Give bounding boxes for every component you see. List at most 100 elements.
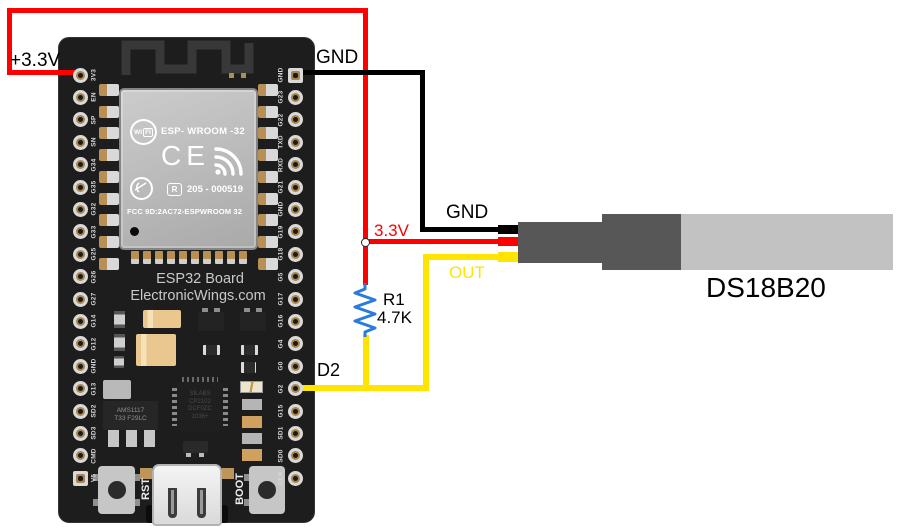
usb-solder-pad	[222, 468, 234, 479]
pin-hole-ring	[75, 451, 85, 461]
pin-hole-ring	[75, 70, 85, 80]
pin-hole-left-g33-7	[72, 224, 88, 240]
pin-hole-ring	[75, 384, 85, 394]
button-cap	[258, 481, 276, 499]
wire-3v3-right-vertical	[363, 8, 368, 244]
pin-hole-ring	[290, 406, 300, 416]
pin-hole-center	[77, 430, 83, 436]
module-pad-bottom	[203, 251, 211, 264]
pin-label-right-g23: G23	[277, 90, 284, 104]
pin-hole-center	[292, 117, 298, 123]
pin-label-left-3v3: 3V3	[90, 68, 97, 82]
pin-hole-left-g12-12	[72, 336, 88, 352]
pin-hole-center	[77, 475, 83, 481]
pin-hole-left-sd2-15	[72, 403, 88, 419]
wire-3v3-pin-stub	[12, 70, 80, 75]
regulator-marking-1: AMS1117	[116, 407, 145, 414]
module-pad-right	[258, 127, 278, 140]
usb-slot-pin	[200, 490, 203, 514]
pin-hole-center	[77, 408, 83, 414]
pin-hole-ring	[75, 272, 85, 282]
pin-hole-right-g2-14	[287, 381, 303, 397]
pin-label-right-rxd: RXD	[277, 157, 284, 172]
r1-value-label: 4.7K	[377, 308, 412, 327]
pin-hole-center	[292, 251, 298, 257]
pin-hole-right-g22-2	[287, 112, 303, 128]
pin-hole-ring	[75, 115, 85, 125]
button-leg	[135, 499, 140, 506]
module-pad-bottom	[227, 251, 235, 264]
pin-hole-right-rxd-4	[287, 157, 303, 173]
module-pad-left	[99, 127, 119, 140]
wire-out-vertical	[423, 254, 429, 391]
pin-hole-ring	[290, 249, 300, 259]
supply-label: +3.3V	[10, 50, 61, 71]
pin-label-right-clk: CLK	[277, 471, 284, 486]
button-leg	[135, 474, 140, 481]
pin-hole-ring	[75, 316, 85, 326]
pin-label-left-sp: SP	[90, 115, 97, 125]
pin-hole-center	[77, 206, 83, 212]
pin-hole-center	[77, 139, 83, 145]
pin-hole-center	[77, 363, 83, 369]
pin-label-left-g34: G34	[90, 158, 97, 172]
pin-hole-ring	[290, 473, 300, 483]
module-pad-left	[99, 170, 119, 183]
wifi-logo-left: WI	[134, 128, 143, 136]
pin-hole-ring	[290, 384, 300, 394]
pin-hole-ring	[75, 182, 85, 192]
chip-pins	[172, 388, 177, 426]
out-sensor-label: OUT	[449, 263, 485, 282]
pin-hole-center	[77, 341, 83, 347]
pin-hole-right-g5-9	[287, 269, 303, 285]
pin-label-right-g18: G18	[277, 247, 284, 261]
pin-label-left-g33: G33	[90, 225, 97, 239]
pin-label-left-v5: V5	[90, 474, 97, 483]
module-pad-right	[258, 170, 278, 183]
fcc-id-text: FCC 9D:2AC72-ESPWROOM 32	[127, 207, 243, 216]
pin-hole-left-sn-3	[72, 134, 88, 150]
pin-hole-right-g19-7	[287, 224, 303, 240]
pin-hole-right-g21-5	[287, 179, 303, 195]
pin-hole-right-g18-8	[287, 246, 303, 262]
pin-label-left-sn: SN	[90, 137, 97, 147]
pin-label-right-g0: G0	[277, 361, 284, 371]
pin-hole-center	[77, 318, 83, 324]
pin-label-left-gnd: GND	[90, 358, 97, 374]
pin-hole-center	[77, 184, 83, 190]
boot-button	[244, 466, 285, 514]
sensor-probe-body	[681, 214, 893, 270]
pin-label-right-g17: G17	[277, 292, 284, 306]
r1-name-label: R1	[383, 290, 405, 309]
module-pad-right	[258, 105, 278, 118]
pin-hole-right-gnd-6	[287, 201, 303, 217]
pin-label-right-g4: G4	[277, 339, 284, 349]
pin-hole-ring	[290, 160, 300, 170]
pin-hole-left-v5-18	[72, 470, 88, 486]
pin-hole-center	[77, 94, 83, 100]
pin-hole-ring	[75, 249, 85, 259]
module-pad-left	[99, 149, 119, 162]
pin-hole-right-sd1-16	[287, 425, 303, 441]
chip-marking-2: CP2102	[189, 398, 211, 405]
wire-3v3-top-horizontal	[7, 8, 368, 13]
pin-hole-ring	[75, 361, 85, 371]
pin-hole-ring	[290, 204, 300, 214]
module-dot	[130, 227, 139, 236]
pin-hole-right-sd0-17	[287, 448, 303, 464]
regulator-leg	[126, 430, 137, 447]
pin-hole-ring	[75, 406, 85, 416]
pin-hole-center	[292, 341, 298, 347]
certification-r-box: R	[167, 183, 182, 196]
module-name: ESP- WROOM -32	[161, 126, 245, 137]
smd-component	[183, 441, 208, 453]
antenna-feed-pad	[241, 73, 246, 78]
pin-hole-left-cmd-17	[72, 448, 88, 464]
pin-hole-center	[292, 318, 298, 324]
resistor-smd	[203, 345, 220, 355]
module-pad-left	[99, 192, 119, 205]
pin-hole-ring	[75, 137, 85, 147]
pin-hole-ring	[290, 115, 300, 125]
capacitor	[114, 334, 125, 351]
